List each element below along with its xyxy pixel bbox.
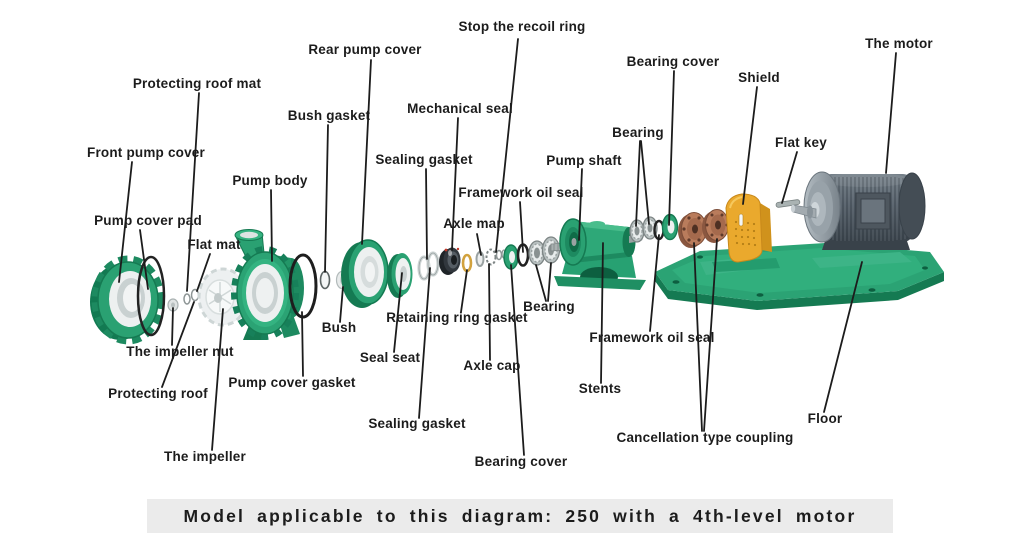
leader-bearing-top-a: [635, 140, 641, 227]
leader-coupling-b: [703, 238, 718, 432]
leader-bearing-mid-a: [535, 264, 547, 302]
label-seal-seat: Seal seat: [359, 350, 421, 365]
leader-bearing-cover-bottom: [510, 264, 525, 456]
pump-cover-gasket-part: [288, 253, 318, 319]
leader-protecting-roof-mat: [186, 92, 200, 292]
mechanical-seal-part: [439, 247, 461, 275]
leader-flat-key: [781, 151, 798, 204]
leader-protecting-roof: [161, 301, 195, 388]
label-framework-oil-seal-2: Framework oil seal: [589, 330, 715, 345]
leader-bush: [339, 286, 344, 323]
bearings-right-part: [629, 216, 658, 243]
sealing-gaskets-part: [417, 251, 440, 281]
label-pump-shaft: Pump shaft: [546, 153, 622, 168]
label-sealing-gasket: Sealing gasket: [375, 152, 473, 167]
label-front-pump-cover: Front pump cover: [87, 145, 205, 160]
pump-cover-pad-part: [136, 255, 166, 337]
flat-mat-part: [183, 288, 200, 305]
leader-pump-cover-gasket: [301, 311, 304, 377]
label-bush-gasket: Bush gasket: [287, 108, 371, 123]
leader-sealing-gasket-bottom: [418, 267, 431, 419]
label-rear-pump-cover: Rear pump cover: [308, 42, 422, 57]
label-bearing-cover-2: Bearing cover: [474, 454, 568, 469]
label-bearing: Bearing: [612, 125, 664, 140]
label-protecting-roof-mat: Protecting roof mat: [132, 76, 262, 91]
front-pump-cover-part: [90, 255, 165, 345]
leader-mechanical-seal: [451, 117, 459, 251]
label-retaining-ring-gasket: Retaining ring gasket: [386, 310, 528, 325]
label-flat-key: Flat key: [775, 135, 827, 150]
label-shield: Shield: [738, 70, 780, 85]
pump-body-part: [231, 229, 304, 340]
label-stents: Stents: [578, 381, 622, 396]
leader-stop-the-recoil-ring: [495, 38, 519, 253]
label-the-impeller-nut: The impeller nut: [126, 344, 234, 359]
rear-pump-cover-part: [341, 239, 389, 308]
leader-bearing-top-b: [640, 140, 650, 225]
leader-bearing-cover-top: [668, 70, 675, 226]
label-sealing-gasket-2: Sealing gasket: [368, 416, 466, 431]
coupling-part: [678, 209, 737, 248]
leader-coupling-a: [693, 242, 703, 432]
leader-front-pump-cover: [118, 161, 133, 283]
label-flat-mat: Flat mat: [187, 237, 241, 252]
label-the-impeller: The impeller: [164, 449, 246, 464]
bush-gasket-part: [319, 270, 331, 290]
caption-bar: Model applicable to this diagram: 250 wi…: [147, 499, 893, 533]
leader-pump-cover-pad: [139, 229, 149, 290]
leader-the-impeller: [211, 308, 224, 451]
leader-the-impeller-nut: [171, 307, 174, 346]
leader-pump-body: [270, 189, 273, 262]
leader-flat-mat: [196, 253, 211, 292]
leader-bush-gasket: [324, 124, 329, 273]
leader-axle-cap: [488, 263, 491, 361]
stop-recoil-ring-part: [485, 248, 497, 266]
leader-sealing-gasket-top: [425, 168, 428, 260]
leader-axle-map: [476, 233, 482, 256]
leader-framework-oil-seal-bottom: [649, 234, 660, 332]
leader-seal-seat: [393, 272, 403, 353]
label-axle-map: Axle map: [443, 216, 505, 231]
leader-floor: [823, 261, 863, 413]
floor-part: [655, 243, 944, 310]
label-pump-cover-gasket: Pump cover gasket: [228, 375, 356, 390]
label-stop-the-recoil-ring: Stop the recoil ring: [458, 19, 586, 34]
leader-retaining-ring-gasket: [460, 269, 468, 313]
label-pump-cover-pad: Pump cover pad: [94, 213, 202, 228]
leader-rear-pump-cover: [361, 59, 372, 245]
shield-part: [712, 193, 780, 272]
motor-part: [790, 171, 926, 250]
leader-stents: [600, 242, 604, 384]
leader-the-motor: [885, 52, 897, 174]
label-cancellation-type-coupling: Cancellation type coupling: [616, 430, 794, 445]
label-pump-body: Pump body: [232, 173, 308, 188]
leader-lines: [118, 38, 897, 456]
label-bearing-2: Bearing: [523, 299, 575, 314]
leader-bearing-mid-b: [547, 262, 552, 302]
retaining-ring-gasket-part: [461, 253, 473, 273]
label-axle-cap: Axle cap: [463, 358, 521, 373]
label-floor: Floor: [807, 411, 843, 426]
label-framework-oil-seal: Framework oil seal: [458, 185, 584, 200]
label-the-motor: The motor: [865, 36, 933, 51]
leader-framework-oil-seal-top: [519, 201, 524, 253]
flat-key-part: [775, 199, 801, 208]
impeller-nut-part: [167, 298, 179, 312]
leader-pump-shaft: [578, 168, 583, 241]
label-mechanical-seal: Mechanical seal: [407, 101, 513, 116]
label-protecting-roof: Protecting roof: [108, 386, 208, 401]
label-bush: Bush: [321, 320, 357, 335]
label-bearing-cover: Bearing cover: [626, 54, 720, 69]
leader-shield: [742, 86, 758, 205]
